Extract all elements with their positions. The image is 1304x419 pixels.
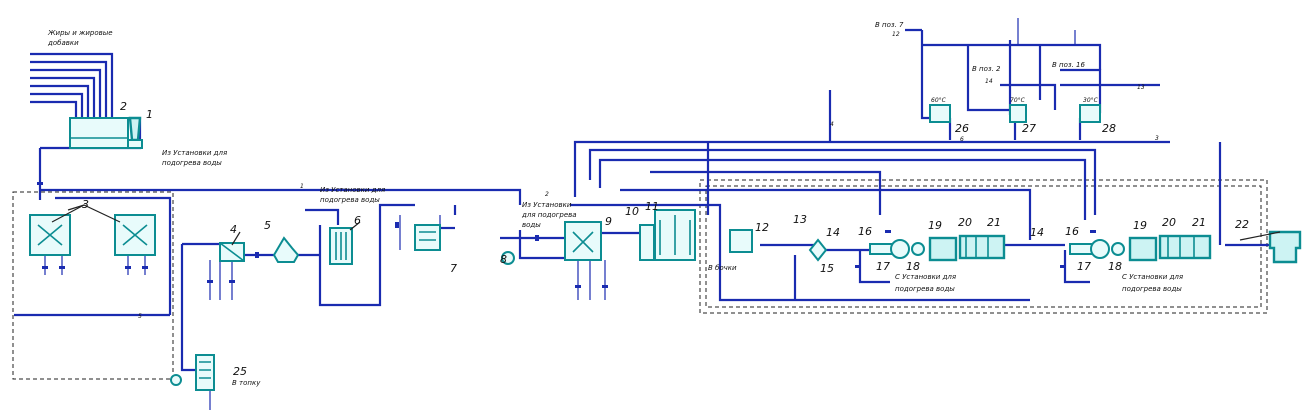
num-12: 12 — [755, 221, 769, 234]
equipment-scale-1 — [127, 116, 143, 149]
fats-label-line2: добавки — [47, 39, 79, 47]
num-18b: 18 — [1108, 260, 1122, 273]
num-19a: 19 — [928, 219, 942, 232]
from-heat-3-line1: Из Установки — [522, 201, 572, 209]
equipment-tank-28 — [1079, 104, 1101, 123]
dashed-boundaries — [12, 179, 1268, 380]
line-codes: 1 2 3 4 5 6 12 13 14 — [138, 31, 1159, 320]
equipment-tank-2 — [69, 117, 129, 149]
equipment-crystallizer-11 — [654, 209, 696, 261]
from-heat-3-line2: для подогрева — [521, 211, 577, 219]
code-12: 12 — [892, 31, 900, 38]
to-pos16-label: В поз. 16 — [1052, 61, 1086, 69]
num-5: 5 — [264, 219, 271, 232]
num-21b: 21 — [1192, 216, 1206, 229]
leader-lines — [51, 204, 1281, 246]
code-1: 1 — [300, 183, 304, 190]
fats-label-line1: Жиры и жировые — [47, 29, 113, 37]
num-26: 26 — [955, 122, 969, 135]
num-15: 15 — [820, 262, 834, 275]
num-17a: 17 — [876, 260, 890, 273]
to-heat-2-line1: С Установки для — [1122, 273, 1183, 281]
equipment-pump-5 — [272, 236, 300, 263]
to-barrels-label: В бочки — [708, 264, 737, 272]
temp-70-label: 70°C — [1010, 97, 1026, 104]
num-20a: 20 — [958, 216, 972, 229]
num-16a: 16 — [858, 225, 872, 238]
num-2: 2 — [120, 100, 127, 113]
equipment-pump-8 — [501, 251, 515, 265]
from-heat-2-line2: подогрева воды — [320, 196, 380, 204]
pipe-network — [14, 18, 1270, 372]
num-6: 6 — [354, 214, 361, 227]
from-heat-2-line1: Из Установки для — [320, 186, 385, 194]
to-pos7-label: В поз. 7 — [875, 21, 904, 29]
equipment-collector-25 — [170, 354, 215, 391]
num-21a: 21 — [987, 216, 1001, 229]
num-20b: 20 — [1162, 216, 1176, 229]
fats-input-lines — [30, 52, 114, 118]
equipment-crystallizer-10 — [639, 224, 655, 261]
num-13: 13 — [793, 213, 807, 226]
from-heat-3-line3: воды — [522, 221, 541, 229]
code-5: 5 — [138, 313, 142, 320]
equipment-tank-27 — [1009, 104, 1027, 123]
code-14: 14 — [985, 78, 993, 85]
equipment-packer-22 — [1268, 230, 1302, 264]
code-6: 6 — [960, 136, 964, 143]
code-3: 3 — [1155, 135, 1159, 142]
num-17b: 17 — [1077, 260, 1091, 273]
equipment-reactor-9 — [564, 221, 602, 261]
num-18a: 18 — [906, 260, 920, 273]
num-19b: 19 — [1133, 219, 1147, 232]
to-heat-1-line2: подогрева воды — [895, 285, 955, 293]
num-22: 22 — [1235, 218, 1249, 231]
num-14a: 14 — [826, 226, 840, 239]
code-13: 13 — [1137, 84, 1145, 91]
num-1: 1 — [146, 108, 153, 121]
equipment-unit-12 — [729, 229, 753, 253]
num-27: 27 — [1022, 122, 1036, 135]
temp-60-label: 60°C — [931, 97, 947, 104]
num-11: 11 — [645, 200, 659, 213]
equipment-pump-15 — [808, 238, 828, 262]
num-3: 3 — [82, 198, 89, 211]
equipment-line-b — [1069, 234, 1212, 262]
to-heat-1-line1: С Установки для — [895, 273, 956, 281]
equipment-numbers: 1 2 3 4 5 6 7 8 9 10 11 12 13 14 14 15 1… — [82, 100, 1249, 378]
to-heat-2-line2: подогрева воды — [1122, 285, 1182, 293]
num-10: 10 — [625, 205, 639, 218]
from-heat-1-line1: Из Установки для — [162, 149, 227, 157]
to-drain-label: В топку — [232, 379, 261, 387]
equipment-heater-6 — [329, 227, 353, 265]
num-8: 8 — [500, 253, 507, 266]
num-4: 4 — [230, 223, 237, 236]
equipment-filter-4 — [219, 242, 245, 262]
from-heat-1-line2: подогрева воды — [162, 159, 222, 167]
num-25: 25 — [233, 365, 247, 378]
equipment-tank-26 — [929, 104, 951, 123]
num-7: 7 — [450, 262, 457, 275]
code-2: 2 — [545, 191, 549, 198]
equipment-reactor-3b — [114, 214, 156, 256]
equipment-separator-7 — [414, 224, 441, 251]
code-4: 4 — [830, 121, 834, 128]
equipment-reactor-3a — [29, 214, 71, 256]
temp-30-label: 30°C — [1083, 97, 1099, 104]
num-9: 9 — [605, 215, 612, 228]
num-28: 28 — [1102, 122, 1116, 135]
num-14b: 14 — [1030, 226, 1044, 239]
to-pos2-label: В поз. 2 — [972, 65, 1001, 73]
text-labels: Жиры и жировые добавки Из Установки для … — [47, 21, 1183, 387]
equipment-line-a — [869, 234, 1006, 262]
num-16b: 16 — [1065, 225, 1079, 238]
